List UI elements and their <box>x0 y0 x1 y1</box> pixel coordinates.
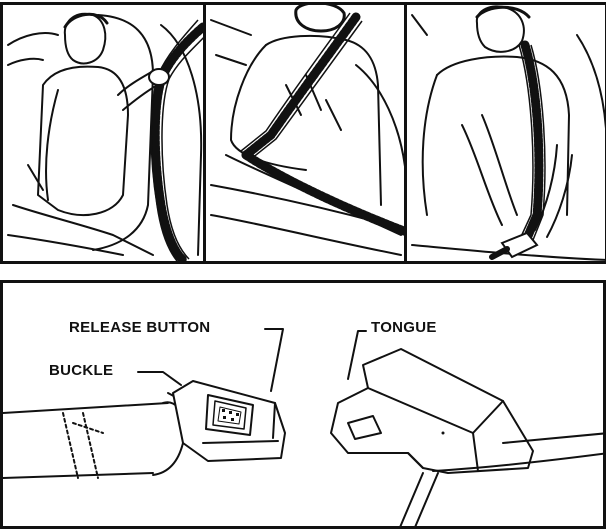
insert-tongue-illustration <box>407 5 606 264</box>
callout-buckle: BUCKLE <box>49 362 113 379</box>
panel-buckle-detail: RELEASE BUTTON BUCKLE TONGUE <box>0 280 606 529</box>
callout-tongue: TONGUE <box>371 319 437 336</box>
panel-step-3-insert-tongue <box>404 2 606 264</box>
reach-for-belt-illustration <box>3 5 206 264</box>
callout-release-button: RELEASE BUTTON <box>69 319 210 336</box>
tongue-body <box>331 349 533 473</box>
pull-belt-across-illustration <box>206 5 407 264</box>
panel-step-2-pull-belt-across <box>203 2 407 264</box>
panel-step-1-reach-for-belt <box>0 2 206 264</box>
